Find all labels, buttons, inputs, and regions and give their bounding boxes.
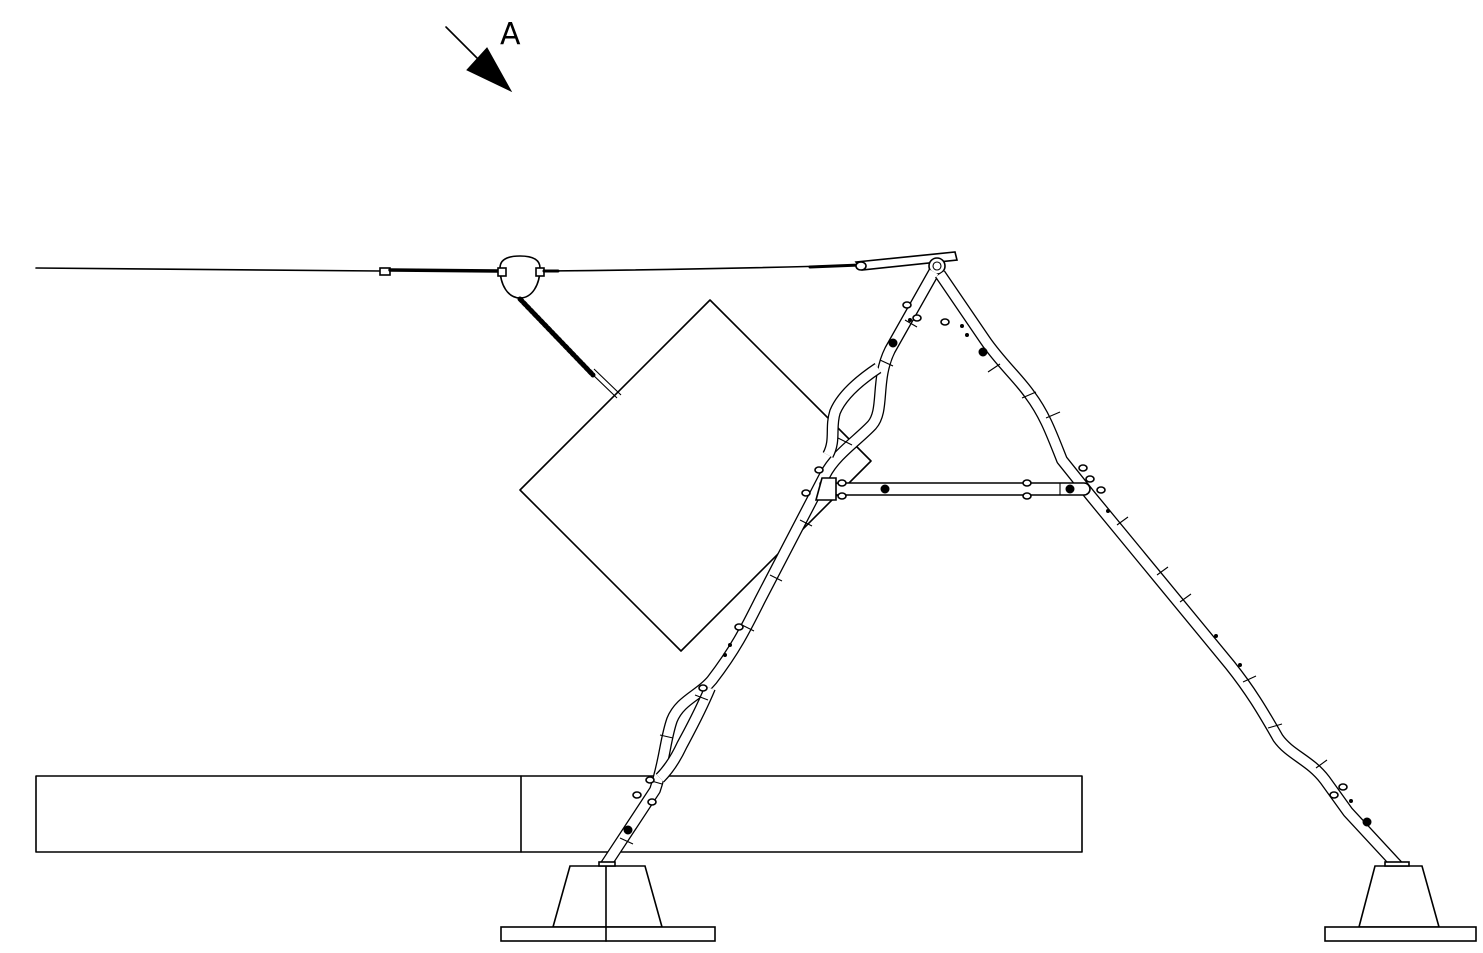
cable-clip-left [379,267,391,276]
view-arrow-head [466,47,513,93]
cable-end-sleeve [808,263,862,269]
pulley-clip-left [497,267,507,277]
panel-outline [519,299,872,652]
right-footing-pedestal [1357,865,1441,928]
brace-clamp-top [837,479,847,487]
right-footing [1324,861,1477,942]
ground-slab [35,775,1083,853]
brace-clamp-left [814,477,837,501]
tensioner-eye [855,261,867,271]
pulley-body [499,255,541,299]
pulley-clamp [497,255,560,299]
apex-tensioner [854,251,958,275]
view-label: A [500,17,521,52]
cable [35,263,862,276]
right-leg [935,270,1403,871]
chain-rod-edge [593,368,622,396]
right-leg-core [936,271,1402,870]
left-footing [500,861,716,942]
left-leg [599,269,940,870]
chain-links [517,296,596,378]
left-leg-loop-lower-core [656,686,715,782]
right-leg-bolts [940,318,1372,827]
left-footing-base [500,926,716,942]
chain-rod [589,371,618,399]
apex-pin-inner [932,261,942,271]
view-direction-marker: A [445,17,521,93]
right-footing-base [1324,926,1477,942]
brace-bolt [880,484,890,494]
cross-brace [814,477,1091,501]
hanging-chain [517,296,622,399]
left-footing-pedestal [551,865,664,928]
brace-bolt-top [1022,479,1032,487]
cable-left-segment [35,267,381,272]
right-footing-cap [1384,861,1410,867]
slab-outline [35,775,1083,853]
cable-sleeve [388,268,500,273]
left-leg-loop-upper-core [823,364,881,458]
pulley-clip-right [535,267,545,277]
brace-tube [831,482,1091,496]
left-footing-cap [598,861,616,867]
right-leg-joints [987,363,1328,769]
brace-bolt-right [1065,484,1075,494]
view-arrow-shaft [445,26,481,62]
brace-clamp-bottom [837,492,847,500]
square-panel [519,299,872,652]
left-leg-core [601,269,939,869]
brace-bolt-bottom [1022,492,1032,500]
